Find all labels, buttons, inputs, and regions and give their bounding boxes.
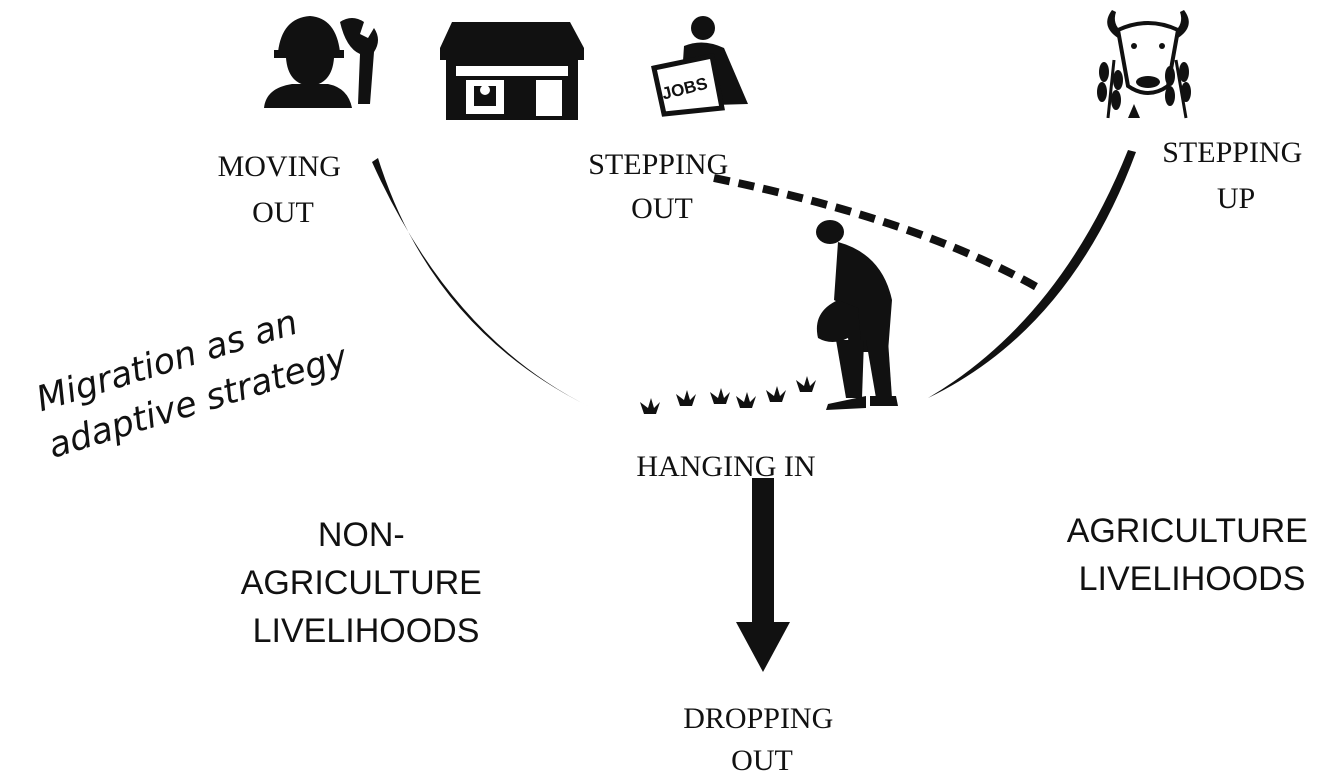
hanging-in-label: HANGING IN <box>636 450 815 483</box>
seedling-icon <box>766 386 786 402</box>
stepping-out-dashed-path <box>713 174 1044 294</box>
seedlings-row <box>640 376 816 414</box>
non-agriculture-livelihoods-label: NON- AGRICULTURE LIVELIHOODS <box>241 516 492 650</box>
seedling-icon <box>736 392 756 408</box>
seedling-icon <box>640 398 660 414</box>
dropping-out-arrow <box>736 478 790 672</box>
farmer-planting-icon <box>816 220 898 410</box>
seedling-icon <box>710 388 730 404</box>
stepping-up-curve <box>928 150 1136 398</box>
worker-with-wrench-icon <box>264 16 378 108</box>
agriculture-livelihoods-label: AGRICULTURE LIVELIHOODS <box>1067 512 1318 598</box>
seedling-icon <box>676 390 696 406</box>
seedling-icon <box>796 376 816 392</box>
stepping-out-label: STEPPING OUT <box>588 148 736 225</box>
migration-adaptive-strategy-note: Migration as an adaptive strategy <box>30 291 354 466</box>
dropping-out-label: DROPPING OUT <box>683 702 841 775</box>
cow-and-wheat-icon <box>1097 10 1191 119</box>
shop-storefront-icon <box>440 22 584 120</box>
moving-out-label: MOVING OUT <box>218 150 349 229</box>
stepping-up-label: STEPPING UP <box>1162 136 1310 215</box>
person-reading-jobs-newspaper-icon: JOBS <box>651 16 748 117</box>
moving-out-curve <box>372 158 592 408</box>
